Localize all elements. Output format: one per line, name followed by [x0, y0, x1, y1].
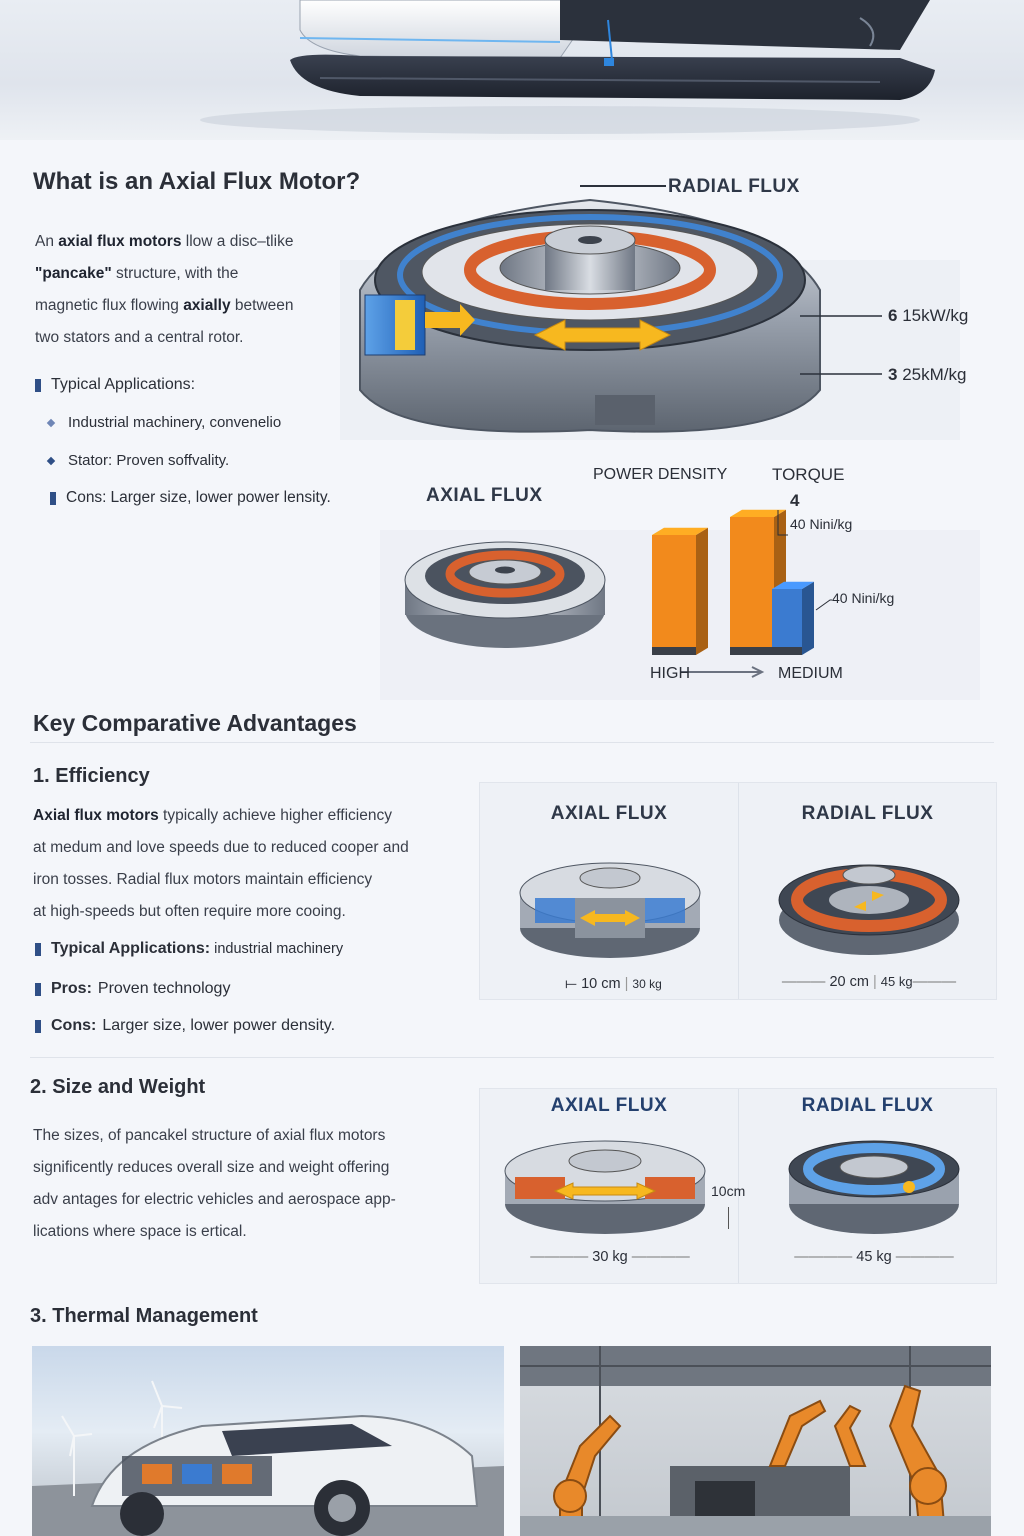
efficiency-paragraph: Axial flux motors typically achieve high…: [33, 800, 453, 928]
bullet-marker: [35, 378, 41, 392]
radial-motor-icon: [788, 1140, 960, 1234]
bar-chart: [652, 509, 832, 678]
chart-annotation-2: 40 Nini/kg: [832, 590, 895, 606]
ev-car-image: [32, 1346, 504, 1536]
vehicle-illustration: [200, 0, 935, 134]
electric-car-illustration: [32, 1380, 504, 1536]
efficiency-cons-bullet: Cons: Larger size, lower power density.: [35, 1017, 335, 1035]
intro-title: What is an Axial Flux Motor?: [33, 168, 361, 195]
thermal-heading: 3. Thermal Management: [30, 1305, 258, 1327]
axial-motor-icon: [504, 1140, 706, 1234]
bullet-marker: [50, 491, 56, 505]
divider: [30, 742, 994, 743]
size-axial-label: AXIAL FLUX: [550, 1095, 668, 1116]
efficiency-axial-half: AXIAL FLUX ⟝ 10 cm | 30 kg: [480, 783, 738, 999]
size-radial-weight: ———— 45 kg ————: [794, 1249, 954, 1265]
axial-flux-label: AXIAL FLUX: [426, 485, 543, 506]
height-dimension-line: [728, 1207, 729, 1229]
size-paragraph: The sizes, of pancakel structure of axia…: [33, 1120, 463, 1248]
intro-apps-bullet: Typical Applications:: [35, 376, 195, 394]
chart-header-left: POWER DENSITY: [593, 466, 728, 483]
chart-header-right: TORQUE: [772, 465, 845, 484]
torque-marker: 4: [790, 491, 800, 510]
annotation-leader-line: [815, 599, 832, 611]
efficiency-axial-label: AXIAL FLUX: [550, 803, 668, 824]
diamond-bullet-icon: [46, 456, 56, 465]
bar-high: [652, 527, 708, 655]
size-heading: 2. Size and Weight: [30, 1076, 206, 1098]
diamond-bullet-icon: [46, 418, 56, 427]
efficiency-line-4: at high-speeds but often require more co…: [33, 903, 346, 920]
radial-motor-icon: [778, 864, 960, 955]
intro-line-4: two stators and a central rotor.: [35, 329, 244, 346]
intro-section: What is an Axial Flux Motor? An axial fl…: [0, 160, 1024, 700]
efficiency-comparison-panel: AXIAL FLUX ⟝ 10 cm | 30 kg RADIAL FLUX: [479, 782, 997, 1000]
size-line-1: The sizes, of pancakel structure of axia…: [33, 1127, 386, 1144]
industrial-robots-illustration: [520, 1346, 991, 1536]
radial-flux-label: RADIAL FLUX: [668, 176, 800, 197]
efficiency-pros-bullet: Pros: Proven technology: [35, 980, 230, 998]
efficiency-radial-half: RADIAL FLUX ——— 20 cm | 45 kg———: [738, 783, 996, 999]
hero-image: [0, 0, 1024, 140]
efficiency-axial-dims: ⟝ 10 cm | 30 kg: [565, 976, 662, 992]
intro-item-2: Stator: Proven soffvality.: [44, 452, 229, 469]
size-radial-half: RADIAL FLUX 10cm ———— 45 kg ————: [711, 1089, 996, 1283]
bar-torque-medium: [772, 581, 814, 655]
category-label-medium: MEDIUM: [778, 665, 843, 682]
efficiency-line-3: iron tosses. Radial flux motors maintain…: [33, 871, 373, 888]
intro-item-1: Industrial machinery, convenelio: [44, 414, 281, 431]
efficiency-line-2: at medum and love speeds due to reduced …: [33, 839, 409, 856]
efficiency-heading: 1. Efficiency: [33, 765, 150, 787]
intro-line-1: An axial flux motors llow a disc–tlike: [35, 233, 294, 250]
efficiency-radial-dims: ——— 20 cm | 45 kg———: [781, 974, 957, 990]
callout-power-1: 6 15kW/kg: [888, 306, 969, 325]
chart-annotation-1: 40 Nini/kg: [790, 516, 853, 532]
bullet-marker: [35, 982, 41, 996]
size-comparison-panel: AXIAL FLUX ———— 30 kg ———— RADIAL FLUX 1…: [479, 1088, 997, 1284]
size-axial-weight: ———— 30 kg ————: [530, 1249, 690, 1265]
factory-robots-image: [520, 1346, 991, 1536]
axial-motor-icon: [519, 862, 701, 958]
size-axial-half: AXIAL FLUX ———— 30 kg ————: [480, 1089, 738, 1283]
efficiency-radial-label: RADIAL FLUX: [801, 803, 934, 824]
bullet-marker: [35, 942, 41, 956]
intro-paragraph: An axial flux motors llow a disc–tlike "…: [35, 226, 355, 354]
efficiency-apps-bullet: Typical Applications: industrial machine…: [35, 940, 343, 958]
size-radial-label: RADIAL FLUX: [801, 1095, 934, 1116]
size-line-3: adv antages for electric vehicles and ae…: [33, 1191, 396, 1208]
size-line-2: significently reduces overall size and w…: [33, 1159, 390, 1176]
bullet-marker: [35, 1019, 41, 1033]
intro-cons-bullet: Cons: Larger size, lower power lensity.: [50, 489, 331, 507]
size-line-4: lications where space is ertical.: [33, 1223, 247, 1240]
callout-power-2: 3 25kM/kg: [888, 365, 967, 384]
divider: [30, 1057, 994, 1058]
efficiency-line-1: Axial flux motors typically achieve high…: [33, 807, 392, 824]
intro-line-3: magnetic flux flowing axially between: [35, 297, 294, 314]
category-label-high: HIGH: [650, 665, 690, 682]
advantages-title: Key Comparative Advantages: [33, 710, 357, 736]
annotation-leader-line: [777, 510, 788, 536]
arrow-right-icon: [680, 666, 765, 678]
size-height-label: 10cm: [711, 1183, 746, 1199]
intro-line-2: "pancake" structure, with the: [35, 265, 239, 282]
bar-medium: [730, 509, 786, 655]
